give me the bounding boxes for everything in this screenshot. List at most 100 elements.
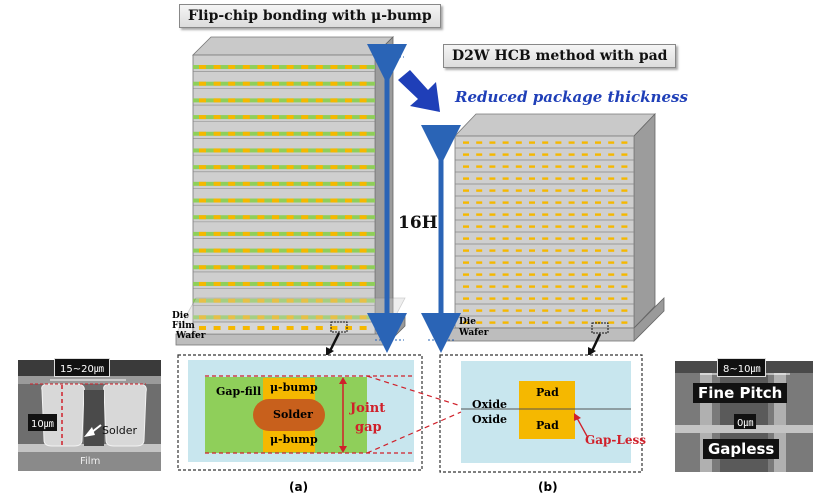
left-bump bbox=[199, 115, 206, 120]
left-film-layer bbox=[193, 81, 375, 86]
right-pad bbox=[463, 285, 469, 288]
left-bump bbox=[228, 281, 236, 286]
left-bump bbox=[315, 198, 323, 203]
right-pad bbox=[515, 321, 522, 324]
left-base-bump bbox=[213, 326, 221, 330]
left-film-layer bbox=[193, 165, 375, 170]
right-pad bbox=[463, 321, 469, 324]
left-bump bbox=[359, 315, 367, 320]
connector-top bbox=[366, 375, 462, 407]
left-stack-side bbox=[374, 36, 394, 337]
right-pad bbox=[555, 297, 562, 300]
right-pad bbox=[581, 225, 588, 228]
left-bump bbox=[272, 115, 279, 120]
right-pad bbox=[581, 309, 588, 312]
right-pad bbox=[608, 201, 615, 204]
right-pad bbox=[595, 273, 601, 276]
right-pad bbox=[595, 285, 601, 288]
left-bump bbox=[257, 198, 265, 203]
left-film-layer bbox=[193, 65, 375, 70]
right-pad bbox=[542, 321, 549, 324]
left-bump bbox=[213, 98, 221, 103]
left-film-layer bbox=[193, 148, 375, 153]
left-bump bbox=[272, 181, 279, 186]
right-pad bbox=[529, 153, 535, 156]
left-zoom-marker bbox=[330, 321, 348, 333]
right-pad bbox=[489, 249, 496, 252]
right-pad bbox=[515, 141, 522, 144]
right-pad bbox=[555, 141, 562, 144]
left-bump bbox=[301, 315, 309, 320]
right-pad bbox=[542, 237, 549, 240]
left-bump bbox=[228, 65, 236, 70]
right-pad bbox=[463, 189, 469, 192]
right-pad bbox=[555, 153, 562, 156]
detail-a-solder bbox=[253, 399, 325, 431]
left-base-bump bbox=[315, 326, 323, 330]
right-pad bbox=[529, 177, 535, 180]
left-bump bbox=[242, 115, 250, 120]
right-pad bbox=[515, 153, 522, 156]
right-pad bbox=[595, 165, 601, 168]
right-pad bbox=[555, 201, 562, 204]
right-pad bbox=[515, 165, 522, 168]
left-film-label: Film bbox=[172, 321, 195, 331]
right-pad bbox=[502, 273, 509, 276]
left-bump bbox=[199, 148, 206, 153]
right-pad bbox=[581, 297, 588, 300]
right-pad bbox=[476, 201, 483, 204]
left-bump bbox=[199, 198, 206, 203]
left-bump bbox=[315, 315, 323, 320]
left-bump bbox=[213, 265, 221, 270]
right-pad bbox=[595, 153, 601, 156]
left-bump bbox=[315, 81, 323, 86]
left-bump bbox=[286, 281, 294, 286]
left-wafer-label: Wafer bbox=[176, 331, 206, 341]
left-base-bump bbox=[301, 326, 309, 330]
left-film-layer bbox=[193, 215, 375, 220]
left-bump bbox=[359, 81, 367, 86]
detail-b-pad-bottom bbox=[519, 410, 575, 439]
left-bump bbox=[228, 131, 236, 136]
left-bump bbox=[286, 248, 294, 253]
right-pad bbox=[581, 189, 588, 192]
right-pad bbox=[515, 189, 522, 192]
left-bump bbox=[330, 148, 338, 153]
left-photo-height: 10㎛ bbox=[28, 414, 57, 431]
right-pad bbox=[621, 297, 628, 300]
right-pad bbox=[568, 189, 575, 192]
right-pad bbox=[502, 177, 509, 180]
right-pad bbox=[568, 273, 575, 276]
right-pad bbox=[608, 309, 615, 312]
right-pad bbox=[476, 189, 483, 192]
right-pad bbox=[502, 201, 509, 204]
right-pad bbox=[515, 297, 522, 300]
right-pad bbox=[489, 165, 496, 168]
left-bump bbox=[286, 131, 294, 136]
left-bump bbox=[330, 181, 338, 186]
right-pad bbox=[595, 297, 601, 300]
left-base-bump bbox=[257, 326, 265, 330]
right-pad bbox=[489, 273, 496, 276]
right-pad bbox=[502, 285, 509, 288]
right-pad bbox=[489, 237, 496, 240]
left-bump bbox=[257, 148, 265, 153]
gapless-pointer bbox=[576, 417, 589, 439]
left-bump bbox=[257, 298, 265, 303]
right-pad bbox=[621, 177, 628, 180]
right-pad bbox=[542, 153, 549, 156]
left-bump bbox=[257, 248, 265, 253]
left-bump bbox=[330, 231, 338, 236]
right-pad bbox=[476, 213, 483, 216]
left-bump bbox=[345, 181, 352, 186]
right-title: D2W HCB method with pad bbox=[443, 44, 677, 68]
left-bump bbox=[228, 181, 236, 186]
right-pad bbox=[595, 309, 601, 312]
left-film-layer bbox=[193, 315, 375, 320]
left-bump bbox=[286, 298, 294, 303]
left-bump bbox=[315, 248, 323, 253]
left-bump bbox=[213, 115, 221, 120]
left-bump bbox=[199, 298, 206, 303]
right-photo-zero: 0㎛ bbox=[734, 414, 757, 429]
right-pad bbox=[621, 189, 628, 192]
